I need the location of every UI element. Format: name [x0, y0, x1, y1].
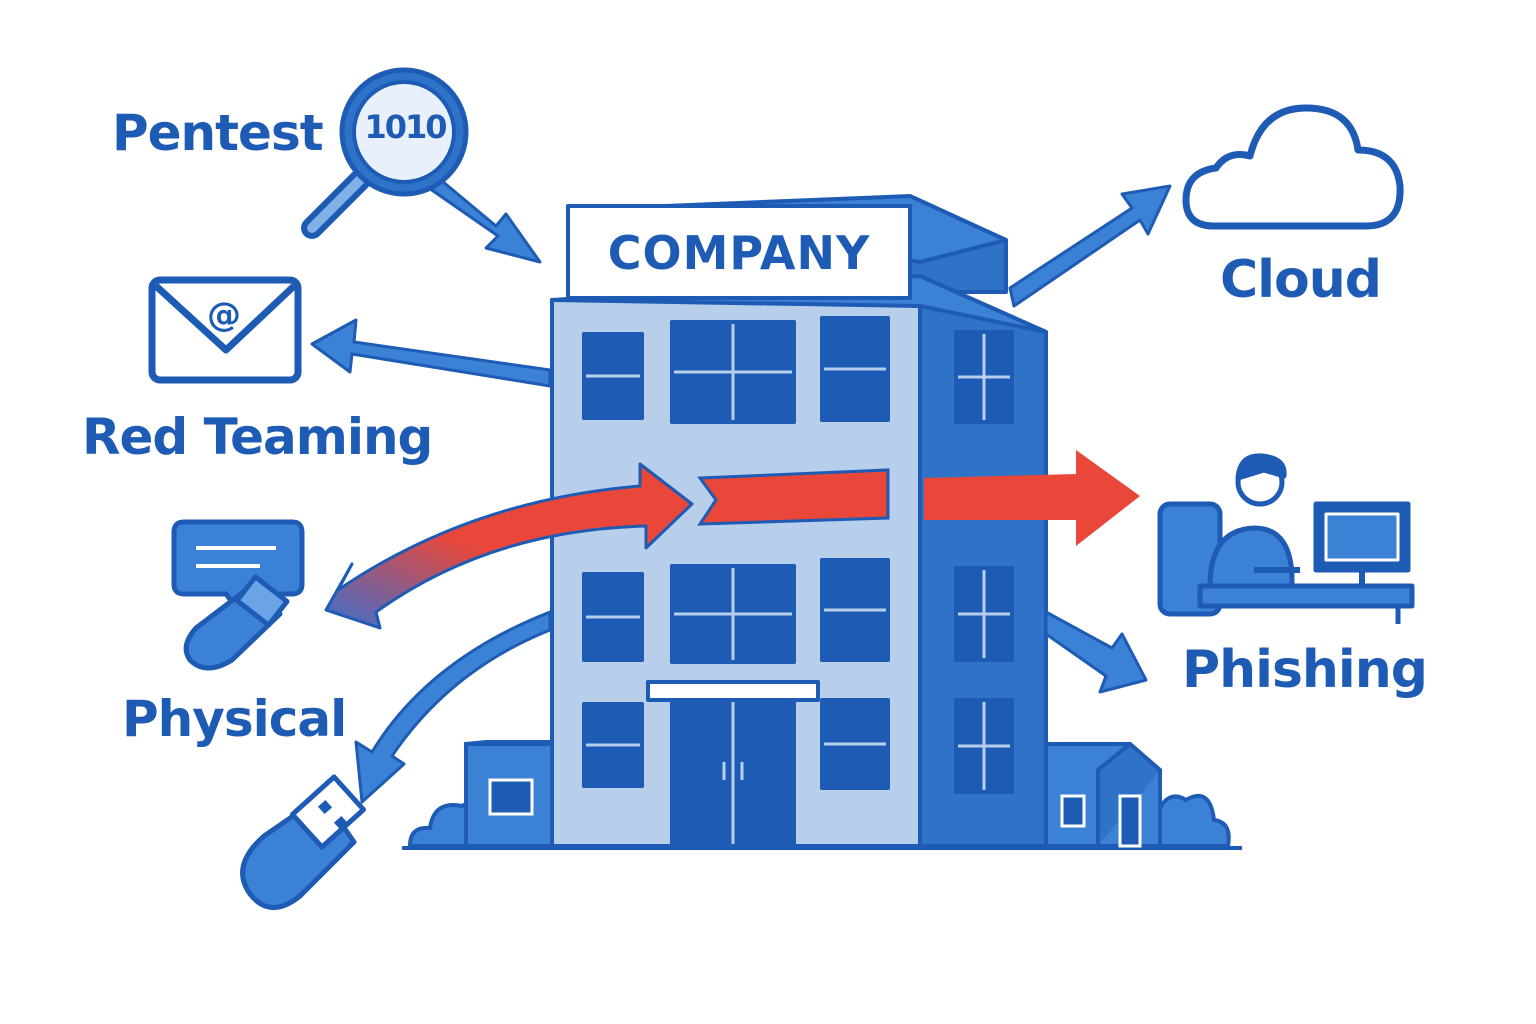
svg-text:@: @: [207, 295, 241, 335]
usb-drive-icon: [240, 774, 367, 910]
cloud-arrow: [1008, 184, 1172, 308]
red-teaming-arrow: [310, 318, 552, 388]
magnifier-icon: [301, 67, 469, 239]
usb-curved-arrow: [354, 610, 552, 804]
company-sign-text: COMPANY: [607, 226, 871, 280]
person-at-computer-icon: [1157, 453, 1415, 624]
label-physical: Physical: [122, 690, 347, 748]
message-card-icon: [171, 519, 305, 671]
red-curved-arrow: [324, 462, 694, 630]
label-pentest: Pentest: [112, 104, 324, 162]
label-phishing: Phishing: [1182, 640, 1428, 700]
phishing-arrow: [1044, 610, 1148, 694]
red-arrow-exit: [924, 450, 1140, 546]
company-building-icon: [550, 194, 1048, 848]
magnifier-binary-text: 1010: [364, 108, 447, 146]
cloud-icon: [1182, 104, 1404, 230]
pentest-arrow: [424, 174, 542, 264]
envelope-icon: @: [148, 276, 302, 384]
bush-right: [1158, 794, 1231, 848]
red-arrow-band: [697, 468, 890, 526]
label-red-teaming: Red Teaming: [82, 408, 433, 466]
entrance-sign-bar: [646, 680, 820, 702]
left-annex-building: [464, 740, 562, 848]
label-cloud: Cloud: [1220, 250, 1382, 310]
right-annex-building: [1044, 741, 1162, 848]
